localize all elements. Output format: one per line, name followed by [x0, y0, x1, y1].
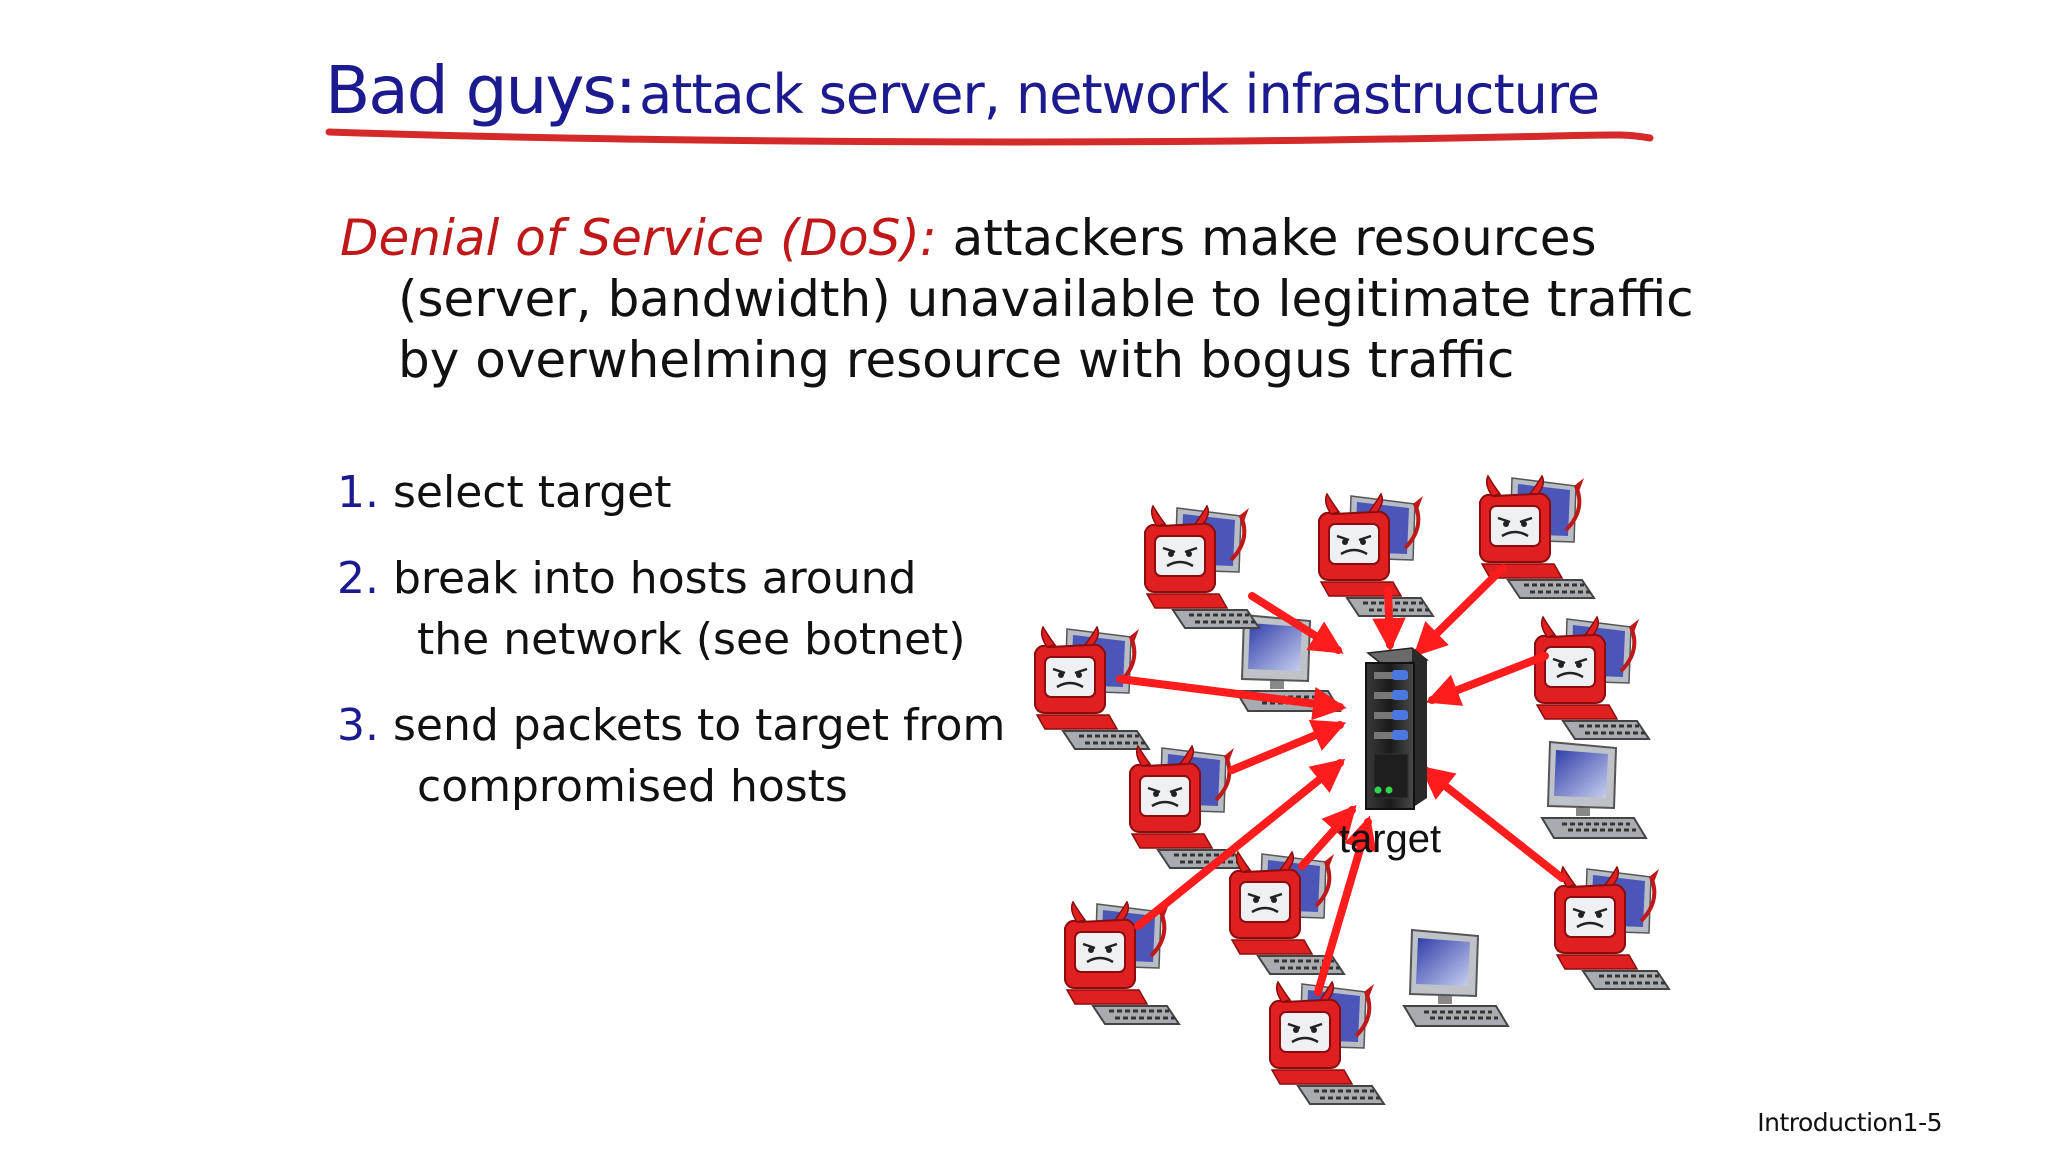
step-text: break into hosts around [392, 553, 917, 604]
compromised-host-icon [1317, 492, 1435, 618]
attack-arrow [1298, 804, 1357, 870]
attack-arrow [1248, 592, 1344, 654]
attack-arrow [1134, 758, 1346, 930]
title-underline [325, 128, 1654, 146]
attack-arrows [1116, 564, 1566, 996]
step-list: 1. select target 2. break into hosts aro… [337, 462, 1005, 842]
step-number: 2. [337, 553, 379, 604]
attack-arrow [1413, 564, 1507, 657]
compromised-host-icon [1533, 615, 1651, 741]
title-sub: attack server, network infrastructure [639, 63, 1600, 126]
step-item: 3. send packets to target from compromis… [337, 695, 1005, 817]
step-number: 3. [337, 700, 379, 751]
dos-line3: by overwhelming resource with bogus traf… [398, 331, 1515, 389]
step-text-cont: compromised hosts [417, 761, 848, 812]
step-text: select target [392, 467, 672, 518]
step-item: 1. select target [337, 462, 1005, 523]
dos-line2: (server, bandwidth) unavailable to legit… [398, 270, 1694, 328]
attack-arrow [1419, 765, 1566, 882]
server-icon [1365, 647, 1429, 810]
compromised-host-icon [1063, 900, 1181, 1026]
slide-footer: Introduction1-5 [1757, 1108, 1942, 1137]
compromised-host-icon [1033, 625, 1151, 751]
compromised-host-icon [1268, 980, 1386, 1106]
step-number: 1. [337, 467, 379, 518]
step-text: send packets to target from [392, 700, 1006, 751]
compromised-host-icon [1143, 504, 1261, 630]
attack-arrow [1425, 652, 1549, 706]
dos-term: Denial of Service (DoS): [340, 209, 937, 267]
step-text-cont: the network (see botnet) [417, 614, 966, 665]
host-computer-icon [1402, 928, 1510, 1028]
attack-arrow [1228, 719, 1347, 774]
title-main: Bad guys: [325, 52, 637, 129]
compromised-host-icon [1553, 865, 1671, 991]
step-item: 2. break into hosts around the network (… [337, 548, 1005, 670]
host-computer-icon [1540, 740, 1648, 840]
compromised-host-icon [1478, 474, 1596, 600]
dos-definition: Denial of Service (DoS): attackers make … [340, 208, 1740, 391]
attack-arrow [1116, 675, 1347, 721]
attack-arrow [1372, 586, 1406, 652]
attack-arrow [1314, 815, 1377, 996]
target-label: target [1339, 817, 1441, 861]
slide-title: Bad guys: attack server, network infrast… [325, 52, 1600, 129]
dos-line1: attackers make resources [952, 209, 1597, 267]
